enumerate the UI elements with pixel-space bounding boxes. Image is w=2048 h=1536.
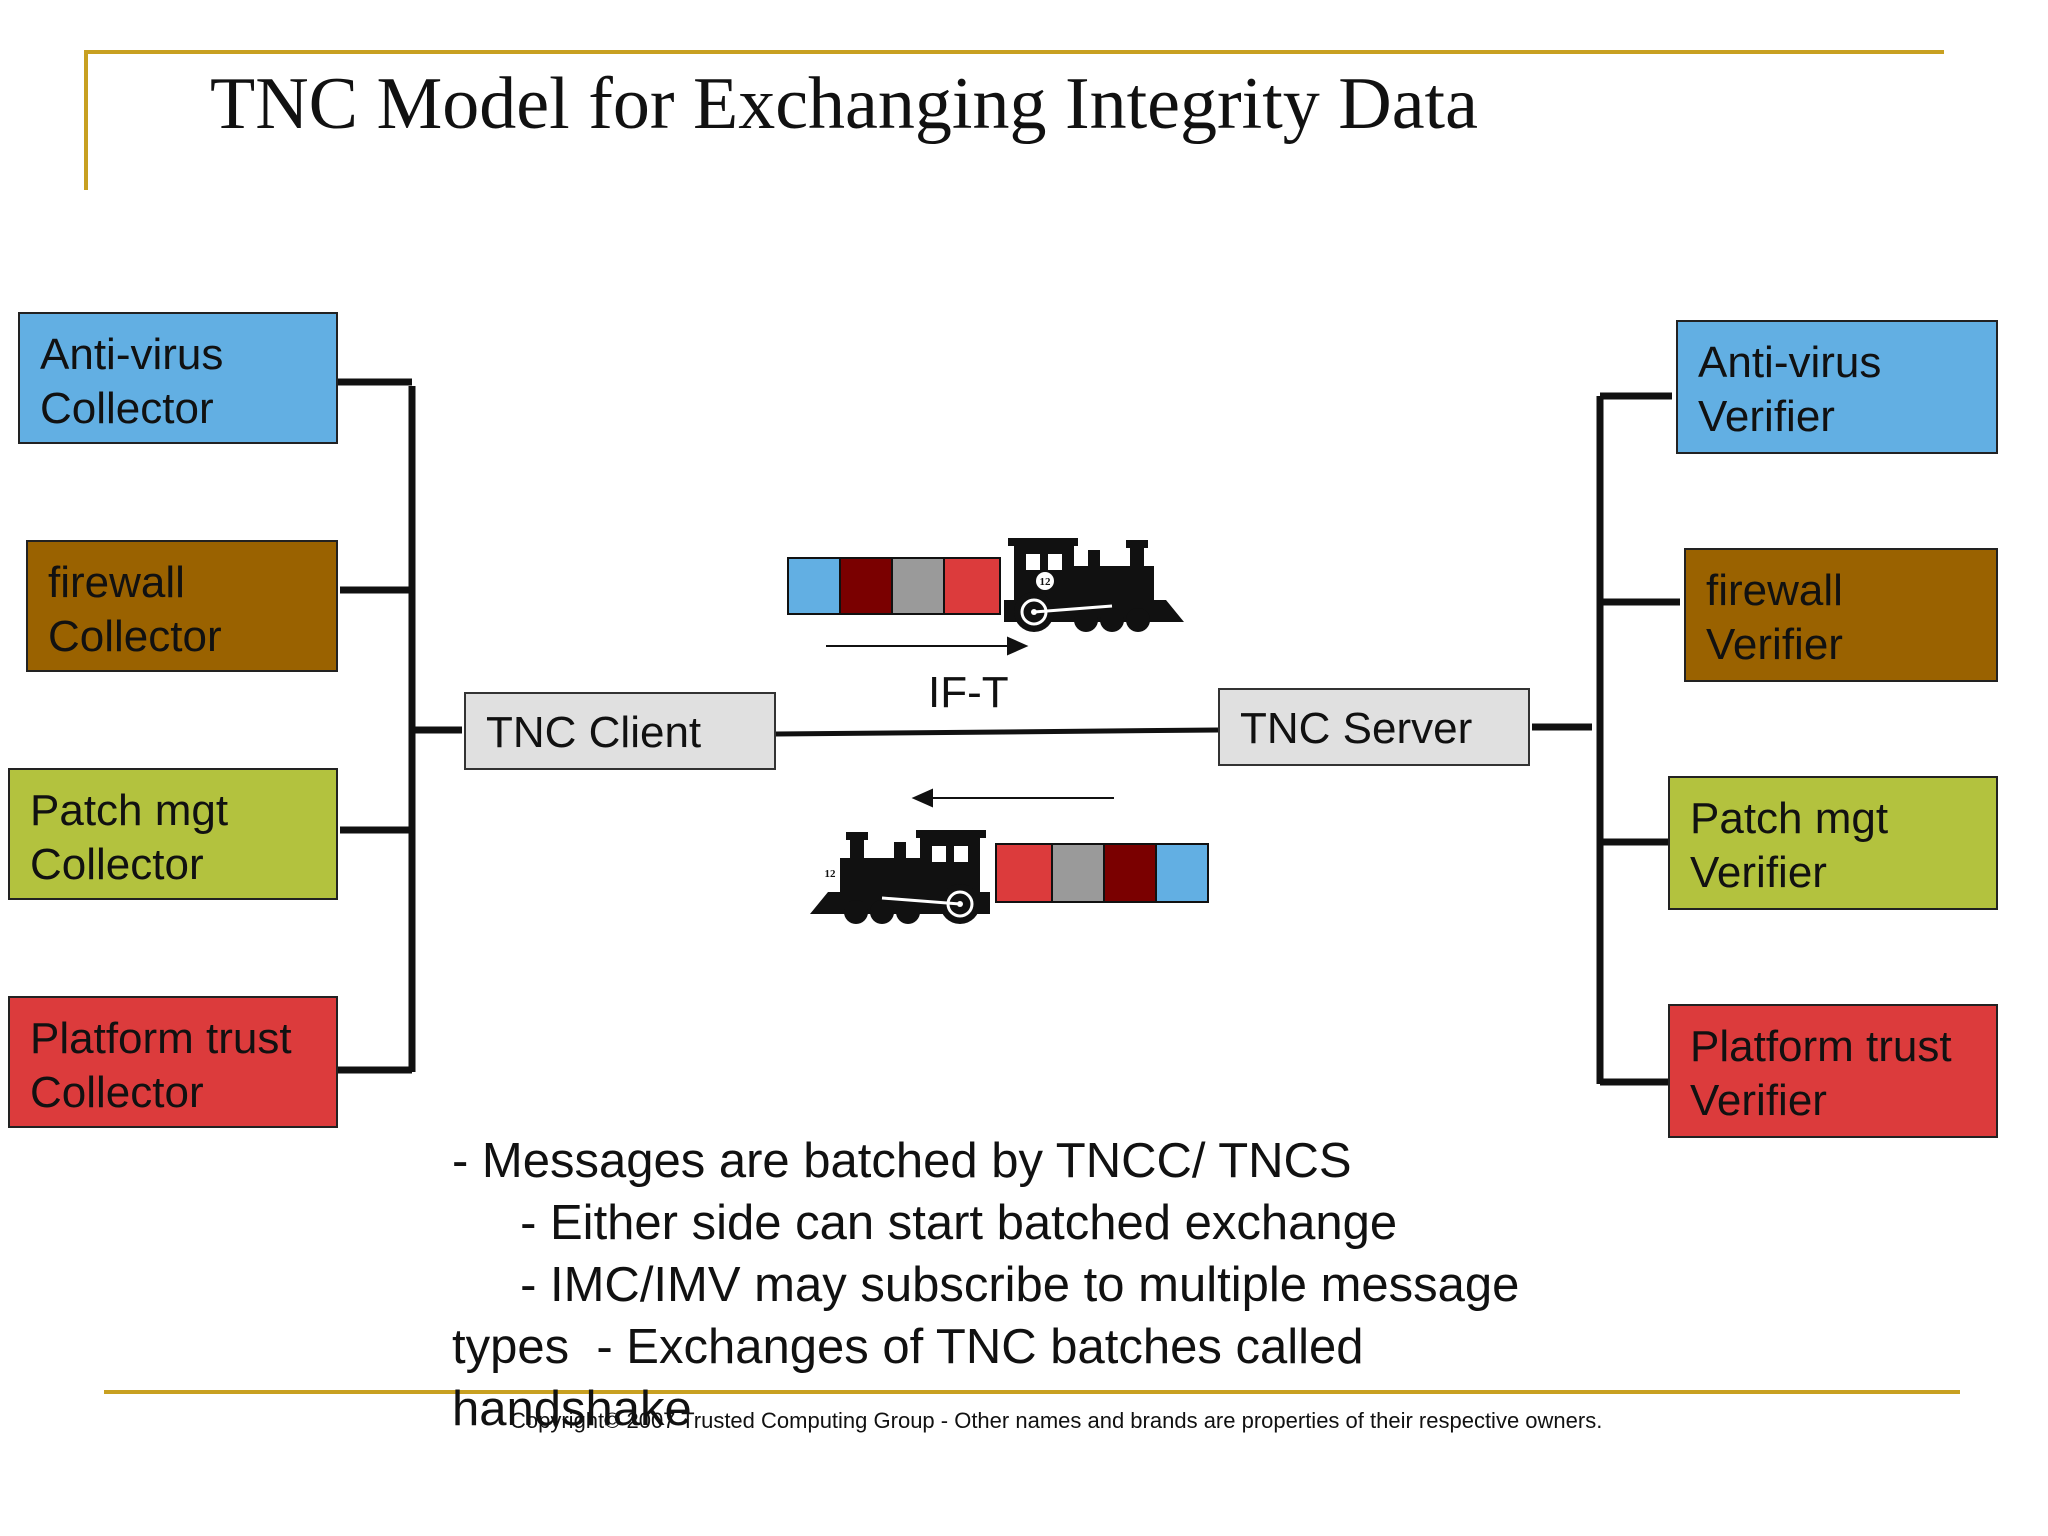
firewall-collector-box: firewall Collector — [26, 540, 338, 672]
train-icon-outbound: 12 — [787, 538, 1184, 632]
platform-trust-collector-line2: Collector — [30, 1068, 204, 1117]
note-line: - IMC/IMV may subscribe to multiple mess… — [452, 1258, 1520, 1312]
note-line: types - Exchanges of TNC batches called — [452, 1320, 1364, 1374]
tnc-client-box: TNC Client — [464, 692, 776, 770]
patch-collector-box: Patch mgt Collector — [8, 768, 338, 900]
if-t-label: IF-T — [928, 668, 1009, 717]
tnc-server-box: TNC Server — [1218, 688, 1530, 766]
patch-verifier-line1: Patch mgt — [1690, 794, 1889, 843]
notes-text: - Messages are batched by TNCC/ TNCS - E… — [452, 1130, 1652, 1440]
firewall-collector-line1: firewall — [48, 558, 185, 607]
frame-bottom-rule — [104, 1390, 1960, 1394]
train-number-inbound: 12 — [825, 868, 837, 880]
tnc-server-label: TNC Server — [1240, 704, 1473, 753]
firewall-collector-line2: Collector — [48, 612, 222, 661]
patch-verifier-box: Patch mgt Verifier — [1668, 776, 1998, 910]
platform-trust-verifier-line1: Platform trust — [1690, 1022, 1952, 1071]
platform-trust-verifier-box: Platform trust Verifier — [1668, 1004, 1998, 1138]
frame-left-rule — [84, 50, 88, 190]
patch-collector-line1: Patch mgt — [30, 786, 229, 835]
platform-trust-collector-line1: Platform trust — [30, 1014, 292, 1063]
patch-collector-line2: Collector — [30, 840, 204, 889]
slide-title: TNC Model for Exchanging Integrity Data — [210, 63, 1478, 145]
note-line: - Either side can start batched exchange — [452, 1196, 1398, 1250]
firewall-verifier-line2: Verifier — [1706, 620, 1843, 669]
antivirus-verifier-line2: Verifier — [1698, 392, 1835, 441]
antivirus-verifier-box: Anti-virus Verifier — [1676, 320, 1998, 454]
platform-trust-verifier-line2: Verifier — [1690, 1076, 1827, 1125]
patch-verifier-line2: Verifier — [1690, 848, 1827, 897]
antivirus-collector-line2: Collector — [40, 384, 214, 433]
antivirus-collector-line1: Anti-virus — [40, 330, 224, 379]
train-number-outbound: 12 — [1040, 576, 1052, 588]
note-line: - Messages are batched by TNCC/ TNCS — [452, 1134, 1352, 1188]
copyright-footer: Copyright© 2007 Trusted Computing Group … — [510, 1408, 1603, 1433]
frame-top-rule — [84, 50, 1944, 54]
platform-trust-collector-box: Platform trust Collector — [8, 996, 338, 1128]
note-line: handshake — [452, 1382, 692, 1436]
firewall-verifier-box: firewall Verifier — [1684, 548, 1998, 682]
firewall-verifier-line1: firewall — [1706, 566, 1843, 615]
antivirus-verifier-line1: Anti-virus — [1698, 338, 1882, 387]
antivirus-collector-box: Anti-virus Collector — [18, 312, 338, 444]
train-icon-inbound: 12 — [810, 830, 1209, 924]
tnc-client-label: TNC Client — [486, 708, 702, 757]
